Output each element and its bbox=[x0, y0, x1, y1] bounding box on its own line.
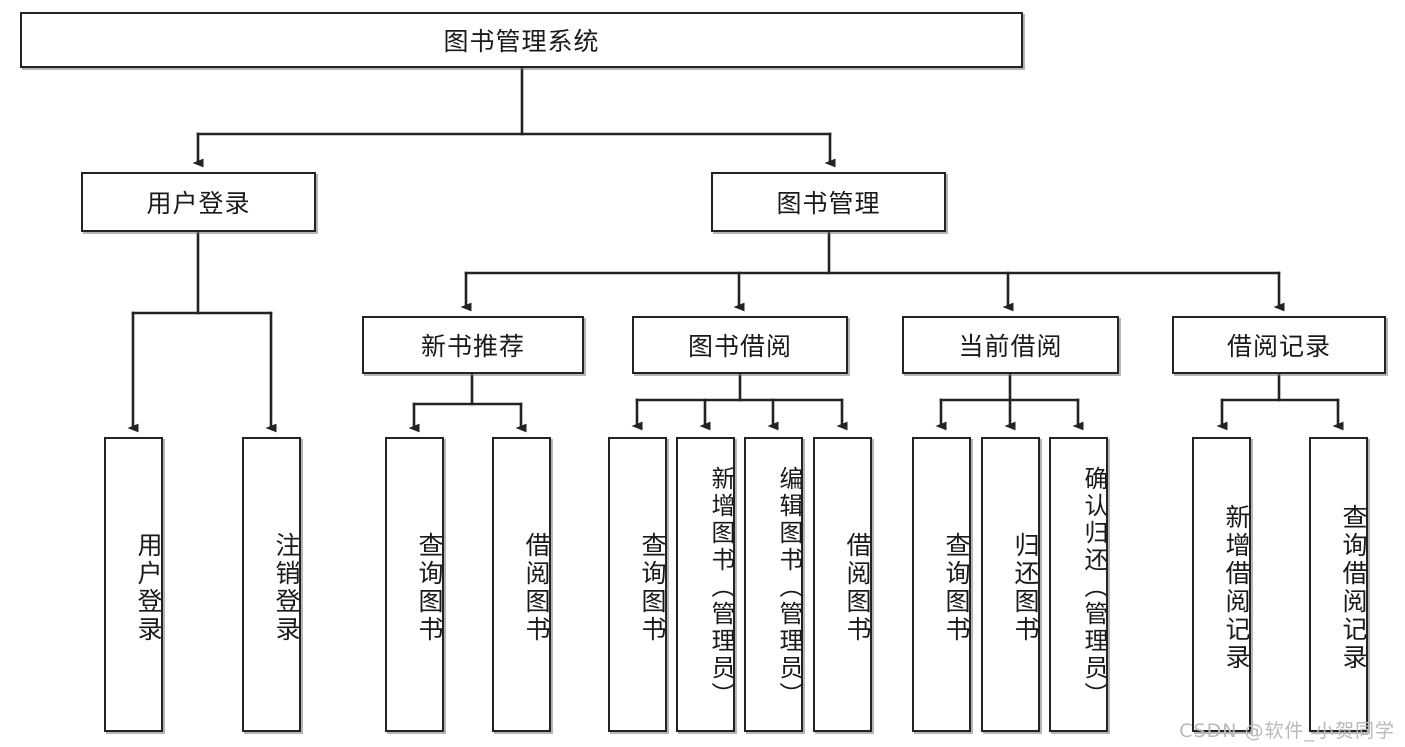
node-label: 查询借阅记录 bbox=[1339, 503, 1368, 672]
csdn-watermark: CSDN @软件_小贺同学 bbox=[1179, 720, 1395, 742]
node-leaf-confirm-return[interactable]: 确认归还（管理员） bbox=[1049, 437, 1108, 732]
node-label: 图书管理 bbox=[776, 189, 881, 218]
node-label: 当前借阅 bbox=[958, 332, 1063, 361]
node-leaf-logout[interactable]: 注销登录 bbox=[242, 437, 301, 732]
node-leaf-add-book[interactable]: 新增图书（管理员） bbox=[676, 437, 735, 732]
node-leaf-return-book[interactable]: 归还图书 bbox=[981, 437, 1040, 732]
node-leaf-borrow-book-2[interactable]: 借阅图书 bbox=[813, 437, 872, 732]
node-label: 图书借阅 bbox=[687, 332, 792, 361]
node-book-manage[interactable]: 图书管理 bbox=[711, 172, 946, 232]
node-label: 用户登录 bbox=[146, 189, 251, 218]
node-borrow-record[interactable]: 借阅记录 bbox=[1172, 316, 1386, 374]
node-label: 借阅图书 bbox=[522, 531, 551, 644]
node-label: 查询图书 bbox=[638, 531, 667, 644]
node-label: 图书管理系统 bbox=[443, 27, 600, 56]
node-label: 查询图书 bbox=[942, 531, 971, 644]
node-leaf-query-book-3[interactable]: 查询图书 bbox=[912, 437, 971, 732]
node-leaf-query-book-1[interactable]: 查询图书 bbox=[385, 437, 444, 732]
node-leaf-query-book-2[interactable]: 查询图书 bbox=[608, 437, 667, 732]
node-leaf-add-record[interactable]: 新增借阅记录 bbox=[1192, 437, 1251, 732]
node-label: 新增图书（管理员） bbox=[707, 466, 735, 709]
node-book-borrow[interactable]: 图书借阅 bbox=[632, 316, 848, 374]
node-label: 新书推荐 bbox=[420, 332, 525, 361]
node-current-borrow[interactable]: 当前借阅 bbox=[902, 316, 1119, 374]
node-label: 确认归还（管理员） bbox=[1080, 466, 1108, 709]
node-leaf-user-login[interactable]: 用户登录 bbox=[104, 437, 163, 732]
node-leaf-query-record[interactable]: 查询借阅记录 bbox=[1309, 437, 1368, 732]
node-new-book-recommend[interactable]: 新书推荐 bbox=[362, 316, 584, 374]
node-leaf-edit-book[interactable]: 编辑图书（管理员） bbox=[744, 437, 803, 732]
node-label: 新增借阅记录 bbox=[1222, 503, 1251, 672]
node-label: 借阅图书 bbox=[843, 531, 872, 644]
node-label: 用户登录 bbox=[134, 531, 163, 644]
node-label: 归还图书 bbox=[1011, 531, 1040, 644]
node-leaf-borrow-book-1[interactable]: 借阅图书 bbox=[492, 437, 551, 732]
node-label: 编辑图书（管理员） bbox=[775, 466, 803, 709]
node-label: 注销登录 bbox=[272, 531, 301, 644]
node-label: 查询图书 bbox=[415, 531, 444, 644]
node-book-management-system[interactable]: 图书管理系统 bbox=[20, 12, 1023, 68]
node-label: 借阅记录 bbox=[1226, 332, 1331, 361]
node-user-login[interactable]: 用户登录 bbox=[81, 172, 316, 232]
